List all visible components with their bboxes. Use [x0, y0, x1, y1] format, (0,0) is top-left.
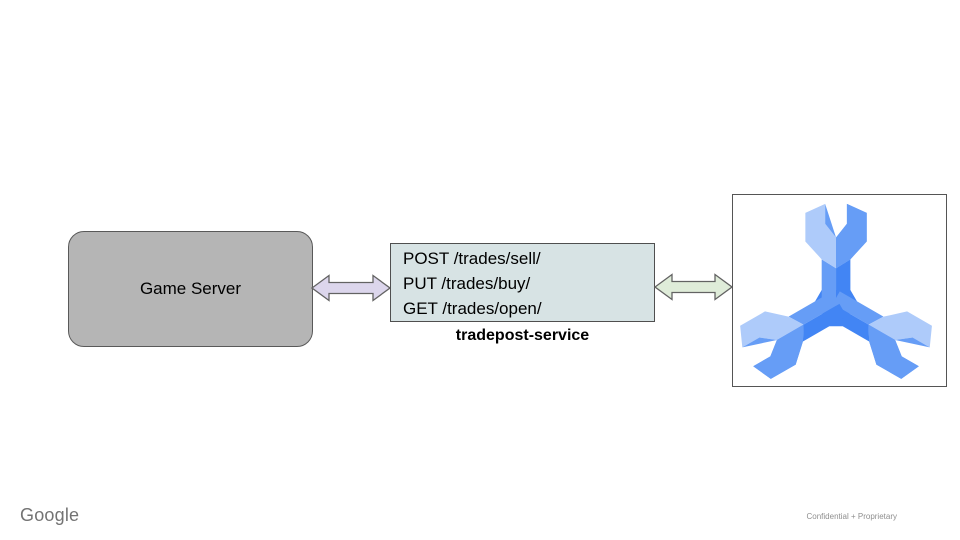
- api-line-put: PUT /trades/buy/: [403, 274, 531, 293]
- cloud-spanner-icon: [733, 203, 940, 384]
- tradepost-service-label: tradepost-service: [455, 327, 590, 344]
- api-line-get: GET /trades/open/: [403, 299, 542, 318]
- spanner-node[interactable]: [732, 194, 947, 387]
- left-arrow-shape: [311, 274, 391, 302]
- tradepost-api-node[interactable]: POST /trades/sell/ PUT /trades/buy/ GET …: [390, 243, 655, 322]
- left-double-arrow: [311, 274, 391, 302]
- confidential-note: Confidential + Proprietary: [806, 512, 898, 521]
- google-logo: Google: [20, 505, 80, 525]
- api-line-post: POST /trades/sell/: [403, 249, 541, 268]
- game-server-label: Game Server: [139, 279, 242, 298]
- right-double-arrow: [654, 273, 733, 301]
- right-arrow-shape: [654, 273, 733, 301]
- game-server-node[interactable]: Game Server: [68, 231, 313, 347]
